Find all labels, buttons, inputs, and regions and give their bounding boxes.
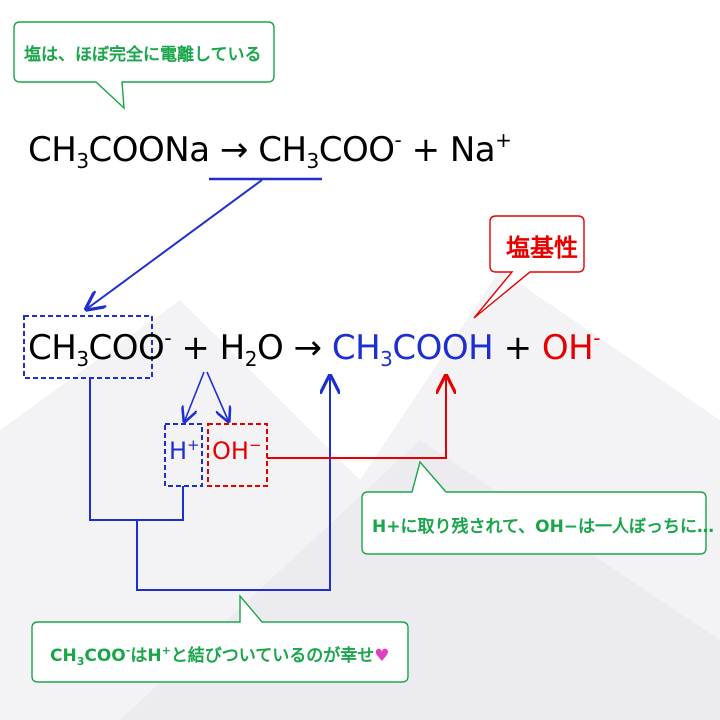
- callout-ionization: 塩は、ほぼ完全に電離している: [24, 45, 262, 65]
- heart-icon: ♥: [374, 646, 390, 666]
- callout-happy: CH3COO-はH+と結びついているのが幸せ♥: [50, 644, 390, 668]
- ion-oh-minus: OH−: [212, 436, 262, 465]
- equation-hydrolysis: CH3COO- + H2O → CH3COOH + OH-: [28, 326, 600, 371]
- reaction-arrow: →: [219, 130, 249, 170]
- ion-h-plus: H+: [169, 436, 200, 465]
- reaction-arrow: →: [293, 328, 323, 368]
- callout-basic: 塩基性: [506, 234, 578, 262]
- callout-oh-alone: H+に取り残されて、OH−は一人ぼっちに…: [372, 517, 715, 537]
- equation-dissociation: CH3COONa → CH3COO- + Na+: [28, 128, 512, 173]
